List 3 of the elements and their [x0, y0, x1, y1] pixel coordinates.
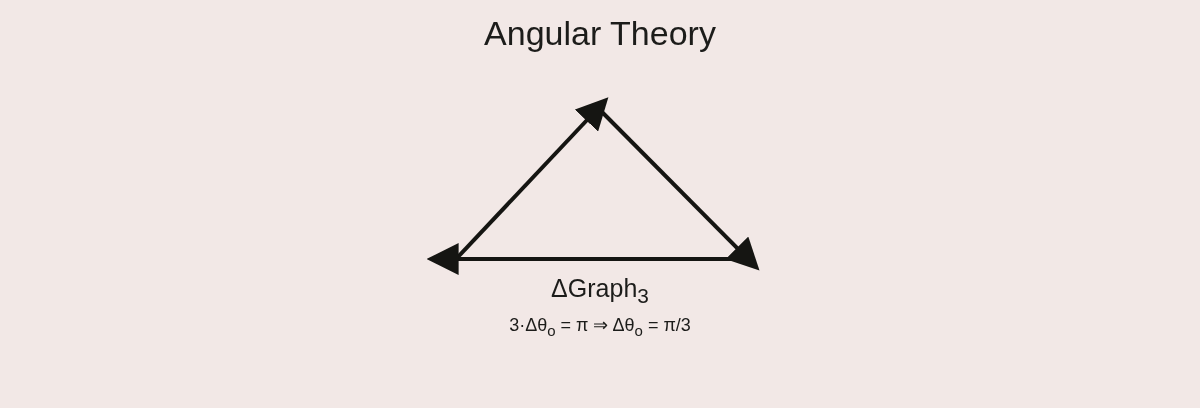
formula: 3·Δθ$_{o}$ = π ⇒ Δθ$_{o}$ = π/3 [509, 314, 691, 339]
title: Angular Theory [484, 14, 716, 53]
graph-label: ΔGraph$_{3}$ [551, 274, 649, 308]
